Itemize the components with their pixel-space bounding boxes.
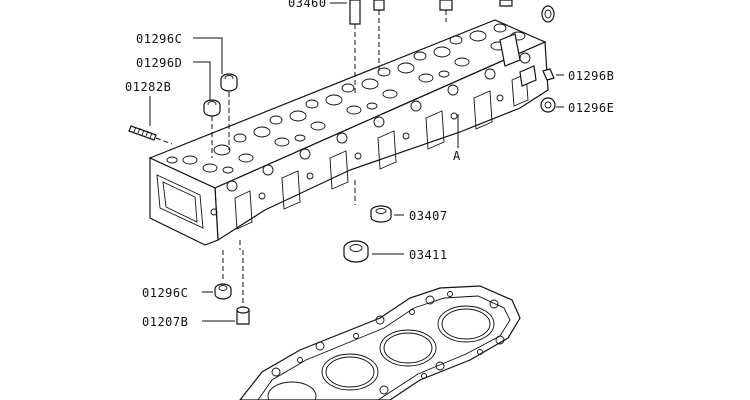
label-01282b: 01282B — [125, 80, 171, 94]
washer-01296c-lower — [202, 250, 232, 300]
label-03460: 03460 — [288, 0, 327, 10]
label-01296b: 01296B — [568, 69, 614, 83]
stud-bolt-01282b — [128, 96, 173, 145]
top-face-holes — [166, 23, 526, 174]
label-01296c-lower: 01296C — [142, 286, 188, 300]
head-gasket — [239, 285, 521, 400]
cylinder-head — [148, 19, 549, 246]
label-03407: 03407 — [409, 209, 448, 223]
plug-01296b — [542, 68, 564, 81]
seal-03407 — [354, 180, 404, 223]
label-01207b: 01207B — [142, 315, 188, 329]
label-a: A — [453, 149, 461, 163]
top-right-fittings — [439, 0, 555, 23]
edge-bosses — [210, 52, 531, 216]
label-01296d: 01296D — [136, 56, 182, 70]
label-03411: 03411 — [409, 248, 448, 262]
plug-01296e — [540, 97, 564, 113]
bolt-01207b — [202, 250, 250, 325]
washer-01296d — [193, 61, 221, 158]
label-01296c-upper: 01296C — [136, 32, 182, 46]
seal-03411 — [343, 240, 404, 263]
washer-01296c-upper — [193, 37, 238, 150]
label-01296e: 01296E — [568, 101, 614, 115]
pin-03460 — [330, 0, 385, 96]
